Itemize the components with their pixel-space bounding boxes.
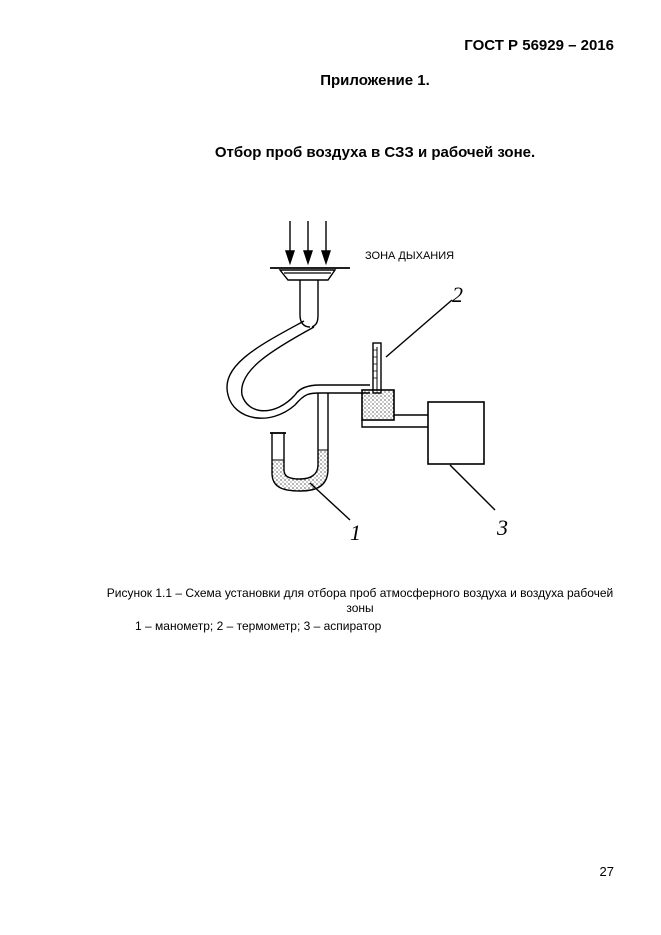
appendix-title: Приложение 1.: [320, 72, 430, 89]
callout-3-leader: [449, 464, 496, 511]
callout-1-label: 1: [350, 520, 361, 545]
callout-2-leader: [385, 299, 453, 358]
section-title: Отбор проб воздуха в СЗЗ и рабочей зоне.: [214, 144, 536, 161]
figure-legend: 1 – манометр; 2 – термометр; 3 – аспират…: [135, 619, 382, 633]
sampling-setup-diagram: ЗОНА ДЫХАНИЯ 2 1 3: [200, 215, 540, 550]
aspirator: [427, 401, 485, 465]
air-flow-arrows: [285, 221, 331, 266]
sampling-chamber: [361, 389, 395, 421]
figure-caption: Рисунок 1.1 – Схема установки для отбора…: [106, 586, 614, 615]
absorber-tube: [299, 280, 319, 328]
callout-1-leader: [309, 482, 351, 521]
sampling-funnel: [270, 267, 350, 281]
standard-number: ГОСТ Р 56929 – 2016: [464, 37, 614, 54]
connecting-tube: [226, 320, 315, 419]
manometer: [270, 393, 329, 492]
page-number: 27: [599, 864, 614, 879]
callout-3-label: 3: [496, 515, 508, 540]
breathing-zone-label: ЗОНА ДЫХАНИЯ: [365, 250, 454, 262]
aspirator-connector: [361, 414, 428, 428]
thermometer: [372, 342, 382, 394]
callout-2-label: 2: [452, 282, 463, 307]
